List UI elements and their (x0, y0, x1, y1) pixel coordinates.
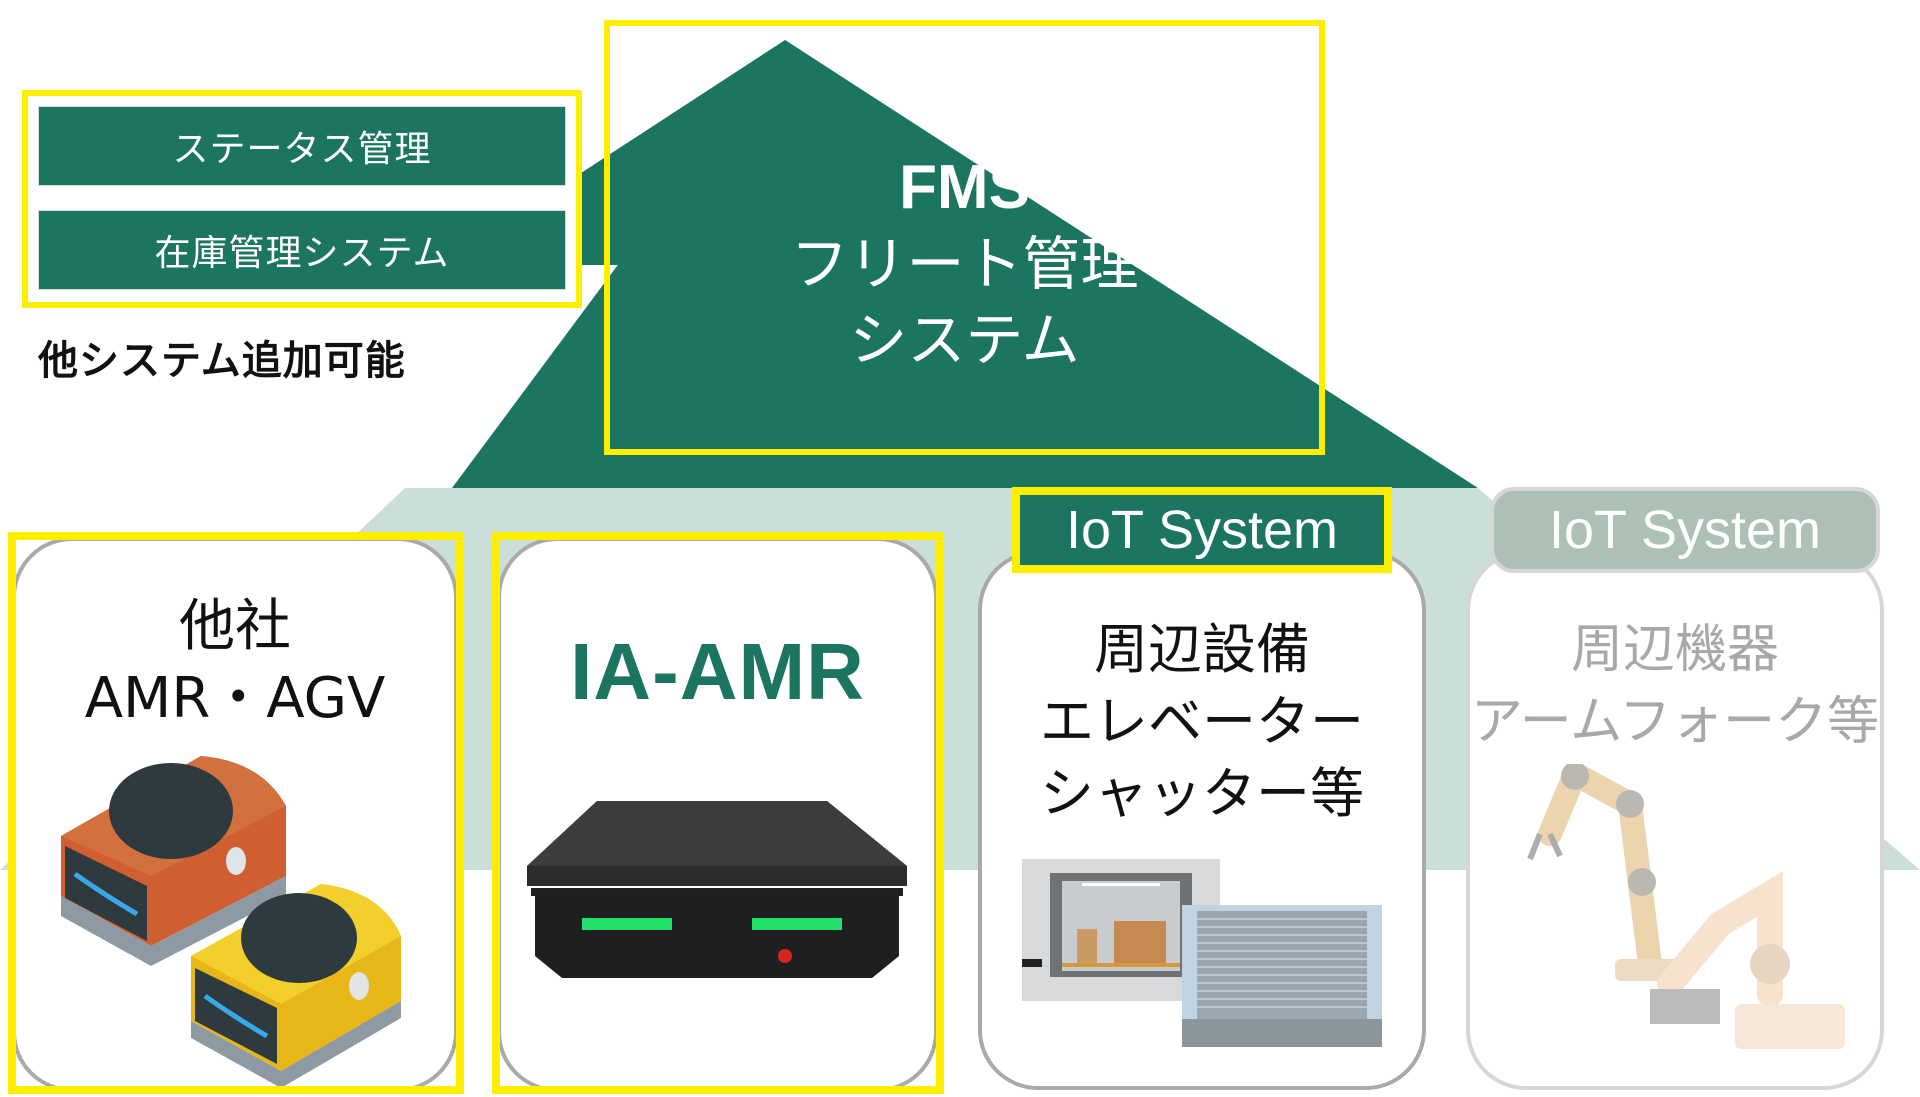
card-ia-amr: IA-AMR (497, 537, 938, 1092)
additional-systems-note: 他システム追加可能 (38, 338, 406, 384)
fms-highlight-frame (604, 20, 1325, 455)
card-other-amr-agv-highlight (8, 532, 464, 1094)
fms-subtitle-line2: システム (849, 306, 1080, 374)
fms-label: FMS フリート管理 システム (610, 150, 1319, 378)
card-title-line: 周辺設備 (1094, 618, 1310, 681)
ia-amr-photo (527, 801, 907, 978)
robot-vehicles-illustration (61, 756, 401, 1086)
fms-title: FMS (899, 153, 1030, 222)
elevator-shutter-photos (1022, 859, 1382, 1047)
card-title: 周辺設備 エレベーター シャッター等 (982, 614, 1422, 830)
iot-system-tag-inactive: IoT System (1490, 487, 1880, 573)
card-title-line: アームフォーク等 (1470, 692, 1880, 752)
robot-arms-illustration (1527, 764, 1845, 1049)
card-title: 他社 AMR・AGV (16, 591, 454, 735)
inventory-management-item: 在庫管理システム (38, 210, 566, 290)
card-iot-devices: 周辺機器 アームフォーク等 (1466, 550, 1884, 1090)
light-band (0, 488, 1920, 870)
card-title-line: 周辺機器 (1570, 620, 1779, 680)
card-title: IA-AMR (570, 627, 865, 716)
card-title-line: AMR・AGV (84, 666, 386, 731)
card-title: 周辺機器 アームフォーク等 (1470, 614, 1880, 758)
iot-system-tag-highlighted: IoT System (1012, 487, 1392, 573)
status-management-item: ステータス管理 (38, 106, 566, 186)
card-ia-amr-highlight (492, 532, 944, 1094)
fms-subtitle-line1: フリート管理 (790, 230, 1139, 298)
card-title-line: シャッター等 (1040, 762, 1364, 825)
card-iot-facility: 周辺設備 エレベーター シャッター等 (978, 550, 1426, 1090)
card-title-line: 他社 (179, 594, 291, 659)
additional-systems-frame: ステータス管理 在庫管理システム (22, 90, 582, 308)
fms-triangle-apex (440, 40, 1130, 265)
card-other-amr-agv: 他社 AMR・AGV (12, 537, 458, 1092)
card-title-line: エレベーター (1040, 690, 1364, 753)
